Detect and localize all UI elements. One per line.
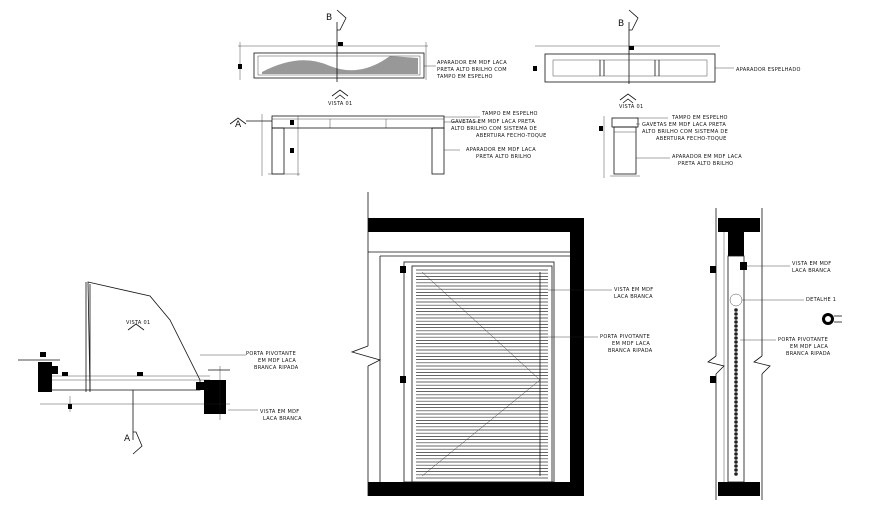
aparador-front-elevation: A — [229, 114, 480, 176]
label-gavetas-mdf-side: GAVETAS EM MDF LACA PRETA — [642, 122, 726, 128]
section-slat-dot — [734, 376, 738, 380]
label-vista-01-plan: VISTA 01 — [126, 320, 151, 326]
aparador-plan-view — [238, 42, 436, 80]
view-marker-vista-01-left — [331, 89, 349, 100]
label-tampo-em-espelho: TAMPO EM ESPELHO — [436, 74, 493, 80]
aparador-side-section — [599, 116, 670, 178]
section-slat-dot — [734, 460, 738, 464]
label-vista-01-right: VISTA 01 — [619, 104, 644, 110]
door-elevation — [350, 192, 612, 496]
section-slat-dot — [734, 392, 738, 396]
section-slat-dot — [734, 444, 738, 448]
label-porta-pivotante-elev: PORTA PIVOTANTE — [600, 334, 650, 340]
section-slat-dot — [734, 308, 738, 312]
section-slat-dot — [734, 336, 738, 340]
section-marker-b-left: B — [326, 9, 347, 82]
section-slat-dot — [734, 428, 738, 432]
label-laca-branca-elev: LACA BRANCA — [614, 294, 653, 300]
section-slat-dot — [734, 404, 738, 408]
label-aparador-espelhado: APARADOR ESPELHADO — [736, 67, 801, 73]
door-slats — [416, 269, 548, 479]
label-porta-pivotante-plan: PORTA PIVOTANTE — [246, 351, 296, 357]
section-slat-dot — [734, 468, 738, 472]
label-branca-ripada-elev: BRANCA RIPADA — [608, 348, 653, 354]
section-slat-dot — [734, 364, 738, 368]
section-slat-dot — [734, 344, 738, 348]
label-alto-brilho-sistema-side: ALTO BRILHO COM SISTEMA DE — [642, 129, 728, 135]
section-marker-a-top-label: A — [235, 120, 242, 130]
label-em-mdf-laca-elev: EM MDF LACA — [612, 341, 650, 347]
label-laca-branca-plan: LACA BRANCA — [263, 416, 302, 422]
label-vista-mdf-section: VISTA EM MDF — [792, 261, 831, 267]
label-laca-branca-section: LACA BRANCA — [792, 268, 831, 274]
label-aparador-mdf-laca: APARADOR EM MDF LACA — [437, 60, 507, 66]
door-section-slat-chain — [734, 308, 738, 476]
label-porta-pivotante-section: PORTA PIVOTANTE — [778, 337, 828, 343]
label-preta-alto-brilho-side: PRETA ALTO BRILHO — [678, 161, 733, 167]
section-marker-b-label-right: B — [618, 19, 624, 29]
label-branca-ripada-plan: BRANCA RIPADA — [254, 365, 299, 371]
label-tampo-espelho: TAMPO EM ESPELHO — [481, 111, 538, 117]
section-slat-dot — [734, 456, 738, 460]
section-slat-dot — [734, 452, 738, 456]
section-slat-dot — [734, 368, 738, 372]
section-slat-dot — [734, 352, 738, 356]
section-slat-dot — [734, 328, 738, 332]
section-slat-dot — [734, 464, 738, 468]
section-slat-dot — [734, 448, 738, 452]
section-slat-dot — [734, 360, 738, 364]
label-aparador-mdf-laca-2: APARADOR EM MDF LACA — [466, 147, 536, 153]
section-slat-dot — [734, 400, 738, 404]
section-slat-dot — [734, 312, 738, 316]
section-slat-dot — [734, 320, 738, 324]
label-detalhe-1: DETALHE 1 — [806, 297, 836, 303]
section-slat-dot — [734, 348, 738, 352]
section-marker-b-right: B — [618, 9, 639, 84]
section-slat-dot — [734, 432, 738, 436]
label-vista-01-left: VISTA 01 — [328, 101, 353, 107]
section-slat-dot — [734, 388, 738, 392]
label-preta-alto-brilho: PRETA ALTO BRILHO — [476, 154, 531, 160]
section-slat-dot — [734, 372, 738, 376]
section-slat-dot — [734, 412, 738, 416]
label-branca-ripada-section: BRANCA RIPADA — [786, 351, 831, 357]
section-slat-dot — [734, 316, 738, 320]
label-vista-mdf-plan: VISTA EM MDF — [260, 409, 299, 415]
aparador-espelhado-plan — [533, 45, 734, 83]
section-marker-b-label: B — [326, 13, 332, 23]
label-vista-mdf-elev: VISTA EM MDF — [614, 287, 653, 293]
section-slat-dot — [734, 384, 738, 388]
label-abertura-fecho: ABERTURA FECHO-TOQUE — [476, 133, 547, 139]
label-preta-alto-brilho-com: PRETA ALTO BRILHO COM — [437, 67, 507, 73]
label-tampo-espelho-side: TAMPO EM ESPELHO — [671, 115, 728, 121]
label-em-mdf-laca-section: EM MDF LACA — [790, 344, 828, 350]
section-slat-dot — [734, 472, 738, 476]
section-slat-dot — [734, 332, 738, 336]
section-slat-dot — [734, 440, 738, 444]
section-slat-dot — [734, 420, 738, 424]
view-marker-vista-01-right — [619, 93, 637, 104]
section-marker-a-bottom-label: A — [124, 434, 131, 444]
section-slat-dot — [734, 436, 738, 440]
section-slat-dot — [734, 324, 738, 328]
section-slat-dot — [734, 396, 738, 400]
section-slat-dot — [734, 356, 738, 360]
label-em-mdf-laca-plan: EM MDF LACA — [258, 358, 296, 364]
label-aparador-mdf-laca-side: APARADOR EM MDF LACA — [672, 154, 742, 160]
door-plan-view — [18, 281, 258, 455]
door-section — [707, 208, 842, 500]
label-alto-brilho-sistema: ALTO BRILHO COM SISTEMA DE — [451, 126, 537, 132]
section-slat-dot — [734, 424, 738, 428]
section-slat-dot — [734, 380, 738, 384]
section-slat-dot — [734, 416, 738, 420]
section-slat-dot — [734, 340, 738, 344]
label-abertura-fecho-side: ABERTURA FECHO-TOQUE — [656, 136, 727, 142]
section-slat-dot — [734, 408, 738, 412]
label-gavetas-mdf: GAVETAS EM MDF LACA PRETA — [451, 119, 535, 125]
